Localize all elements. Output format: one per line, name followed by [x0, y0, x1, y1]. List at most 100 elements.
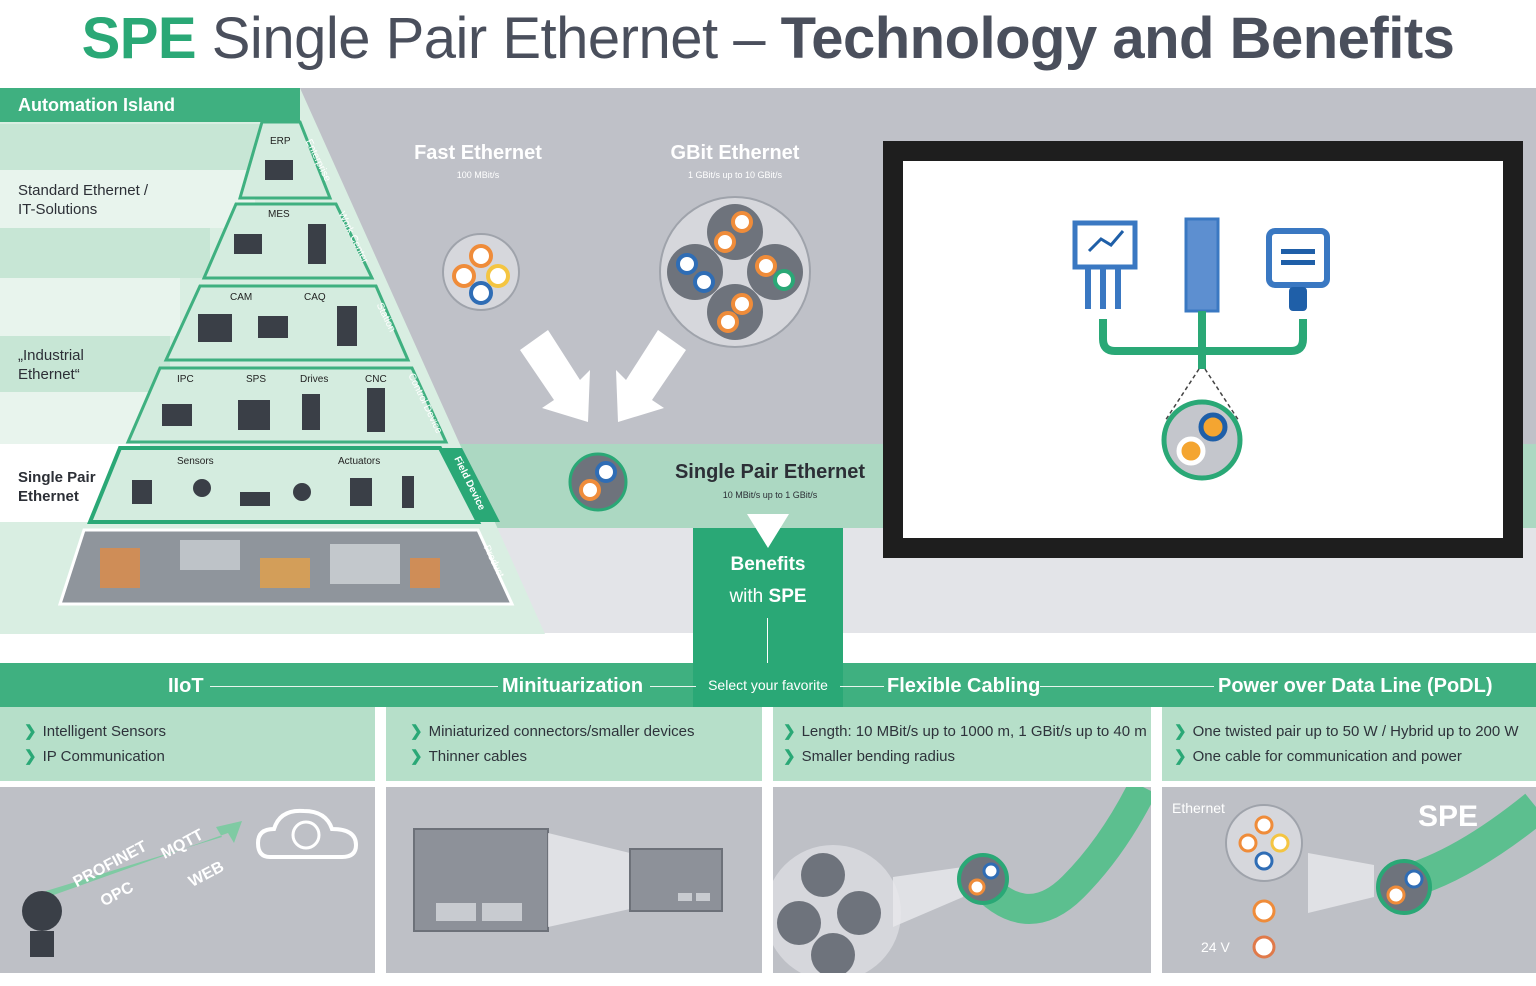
podl-spe-end — [1376, 859, 1432, 915]
io-module-icon — [1184, 217, 1220, 313]
level-control-device — [125, 366, 449, 444]
actuator-2-icon — [350, 478, 372, 506]
zoom-wire-1 — [1198, 412, 1228, 442]
benefit-box-minituarization — [386, 707, 762, 781]
iiot-graphic — [22, 808, 359, 957]
benefit-title-iiot: IIoT — [168, 675, 204, 697]
item-sensors: Sensors — [177, 456, 214, 467]
gbit-wire-2 — [714, 231, 736, 253]
caq-monitor-icon — [258, 316, 288, 338]
strip-line-3 — [840, 686, 884, 687]
podl-wire-2 — [1238, 833, 1258, 853]
cloud-icon — [255, 808, 359, 859]
sps-rack-icon — [238, 400, 270, 430]
bullet-text: Miniaturized connectors/smaller devices — [428, 723, 695, 740]
benefits-box — [693, 528, 843, 678]
podl-wire-3 — [1270, 833, 1290, 853]
label-spe-line1: Single Pair — [18, 469, 96, 486]
thick-pair-2 — [837, 891, 881, 935]
probe-1 — [1085, 269, 1091, 309]
spe-cable-zoom-icon — [1161, 399, 1243, 481]
benefit-box-podl — [1162, 707, 1536, 781]
select-favorite: Select your favorite — [708, 677, 828, 693]
drives-icon — [302, 394, 320, 430]
spe-sub: 10 MBit/s up to 1 GBit/s — [722, 490, 818, 500]
small-device-icon — [629, 848, 723, 912]
chart-line-icon — [1087, 230, 1125, 253]
factory-machine-3 — [260, 558, 310, 588]
panel-iiot — [0, 787, 375, 973]
item-cam: CAM — [230, 292, 253, 303]
podl-beam — [1308, 853, 1374, 913]
spe-network-diagram — [1072, 217, 1330, 481]
thick-pair-1 — [801, 853, 845, 897]
benefit-box-flexible — [773, 707, 1151, 781]
gbit-wire-5 — [755, 255, 777, 277]
flex-cable-icon — [961, 787, 1151, 924]
level-work-center — [201, 202, 375, 280]
item-caq: CAQ — [304, 292, 326, 303]
pyramid-header-band — [0, 88, 300, 122]
mes-monitor-icon — [234, 234, 262, 254]
fast-wire-4 — [469, 281, 493, 305]
factory-machine-4 — [330, 544, 400, 584]
bullet-podl-2: ❯One cable for communication and power — [1174, 744, 1462, 769]
factory-machine-1 — [100, 548, 140, 588]
benefit-title-minituarization: Minituarization — [502, 675, 644, 697]
benefit-title-podl: Power over Data Line (PoDL) — [1218, 675, 1493, 697]
item-ipc: IPC — [177, 374, 194, 385]
item-erp: ERP — [270, 136, 291, 147]
label-standard-ethernet: Standard Ethernet /IT-Solutions — [18, 181, 148, 219]
arrow-fast-icon — [520, 330, 590, 422]
spe-cable-icon — [568, 452, 628, 512]
sensor-2-icon — [193, 479, 211, 497]
monitor-device-icon — [1072, 220, 1138, 270]
title-bold: Technology and Benefits — [780, 6, 1455, 71]
bullet-text: IP Communication — [42, 748, 165, 765]
spe-wire-2 — [579, 479, 601, 501]
item-actuators: Actuators — [338, 456, 381, 467]
chevron-icon: ❯ — [24, 723, 37, 740]
benefits-line2: with SPE — [693, 586, 843, 608]
label-standard-line2: IT-Solutions — [18, 201, 98, 218]
probe-2 — [1100, 269, 1106, 309]
actuator-3-icon — [402, 476, 414, 508]
benefit-strip-center — [693, 663, 843, 707]
podl-wire-4 — [1254, 851, 1274, 871]
chevron-icon: ❯ — [1174, 748, 1187, 765]
podl-ethernet-cable-icon — [1225, 804, 1303, 882]
bullet-iiot-1: ❯ Intelligent Sensors — [24, 719, 166, 744]
fast-ethernet-title: Fast Ethernet — [414, 142, 542, 164]
bullet-text: Thinner cables — [428, 748, 527, 765]
chevron-icon: ❯ — [1174, 723, 1187, 740]
bullet-podl-1: ❯ One twisted pair up to 50 W / Hybrid up… — [1174, 719, 1519, 744]
sync-icon — [291, 820, 321, 850]
label-industrial-line2: Ethernet“ — [18, 366, 80, 383]
bullet-text: Intelligent Sensors — [42, 723, 166, 740]
bullet-text: One twisted pair up to 50 W / Hybrid up … — [1192, 723, 1519, 740]
gbit-wire-4 — [693, 271, 715, 293]
bullet-text: Smaller bending radius — [801, 748, 955, 765]
podl-spe-wire-2 — [1386, 885, 1406, 905]
large-connector-1 — [436, 903, 476, 921]
sensor-1-icon — [132, 480, 152, 504]
large-connector-2 — [482, 903, 522, 921]
miniaturization-graphic — [413, 828, 723, 932]
strip-line-1 — [210, 686, 498, 687]
pyramid-header: Automation Island — [18, 95, 175, 115]
podl-power-wire-2 — [1252, 935, 1276, 959]
flex-wire-2 — [968, 878, 986, 896]
spe-title: Single Pair Ethernet — [674, 461, 866, 483]
fast-wire-3 — [486, 264, 510, 288]
gbit-wire-3 — [676, 253, 698, 275]
factory-machine-5 — [410, 558, 440, 588]
bullet-iiot-2: ❯IP Communication — [24, 744, 165, 769]
flex-cable-end — [957, 853, 1009, 905]
gbit-wire-6 — [773, 269, 795, 291]
iiot-sensor-icon — [22, 891, 62, 931]
podl-power-wire-1 — [1252, 899, 1276, 923]
cam-rack-icon — [198, 314, 232, 342]
down-arrow-icon — [747, 514, 789, 548]
spe-wire-1 — [595, 461, 617, 483]
gbit-ethernet-title: GBit Ethernet — [670, 142, 800, 164]
